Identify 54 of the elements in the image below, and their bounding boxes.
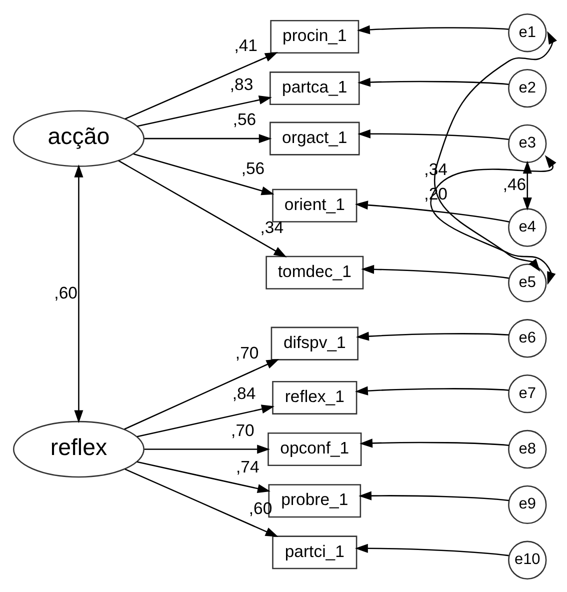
arrow bbox=[144, 134, 272, 143]
arrow bbox=[136, 404, 274, 437]
edge-label: ,56 bbox=[232, 110, 256, 129]
node-circle: e3 bbox=[508, 124, 547, 163]
arrow bbox=[74, 164, 84, 423]
arrow bbox=[124, 52, 278, 120]
arrow bbox=[136, 460, 270, 492]
node-box: reflex_1 bbox=[272, 380, 358, 414]
arrow bbox=[118, 160, 287, 257]
arrow bbox=[124, 358, 280, 430]
edge-label: ,56 bbox=[241, 158, 265, 178]
arrow bbox=[355, 200, 510, 222]
node-circle: e9 bbox=[508, 484, 547, 524]
edge-label: ,60 bbox=[54, 282, 78, 302]
edge-label: ,70 bbox=[235, 342, 259, 362]
node-circle: e5 bbox=[508, 263, 547, 302]
node-box: opconf_1 bbox=[268, 432, 362, 466]
edge-label: ,74 bbox=[236, 457, 260, 476]
arrow bbox=[355, 386, 509, 395]
arrow bbox=[124, 468, 278, 536]
node-box: partca_1 bbox=[270, 71, 360, 105]
edge-label: ,70 bbox=[231, 420, 254, 440]
node-circle: e2 bbox=[508, 68, 547, 108]
arrow bbox=[434, 30, 557, 272]
node-box: difspv_1 bbox=[270, 326, 358, 360]
node-box: procin_1 bbox=[270, 19, 360, 53]
arrow bbox=[358, 77, 509, 86]
edge-label: ,41 bbox=[234, 36, 258, 55]
edge-label: ,84 bbox=[232, 384, 256, 403]
node-circle: e1 bbox=[508, 13, 547, 52]
node-box: orient_1 bbox=[272, 188, 358, 222]
arrow bbox=[133, 152, 274, 195]
arrow bbox=[361, 264, 509, 278]
arrow bbox=[356, 331, 509, 340]
arrow bbox=[357, 24, 509, 34]
node-circle: e8 bbox=[508, 429, 547, 468]
edge-label: ,83 bbox=[230, 74, 254, 94]
arrow bbox=[144, 444, 270, 454]
node-box: partci_1 bbox=[272, 535, 358, 569]
arrow bbox=[358, 128, 509, 140]
node-ellipse: reflex bbox=[12, 420, 144, 478]
node-circle: e10 bbox=[508, 540, 547, 579]
arrow bbox=[136, 95, 272, 126]
node-box: orgact_1 bbox=[270, 121, 360, 155]
node-circle: e7 bbox=[508, 374, 547, 413]
arrow bbox=[360, 438, 510, 448]
node-circle: e6 bbox=[508, 318, 547, 358]
edge-label: ,46 bbox=[502, 174, 526, 194]
node-box: tomdec_1 bbox=[266, 255, 364, 289]
node-ellipse: acção bbox=[12, 110, 144, 166]
node-circle: e4 bbox=[508, 208, 547, 246]
arrow bbox=[358, 490, 509, 501]
arrow bbox=[430, 154, 556, 284]
arrow bbox=[355, 543, 509, 556]
